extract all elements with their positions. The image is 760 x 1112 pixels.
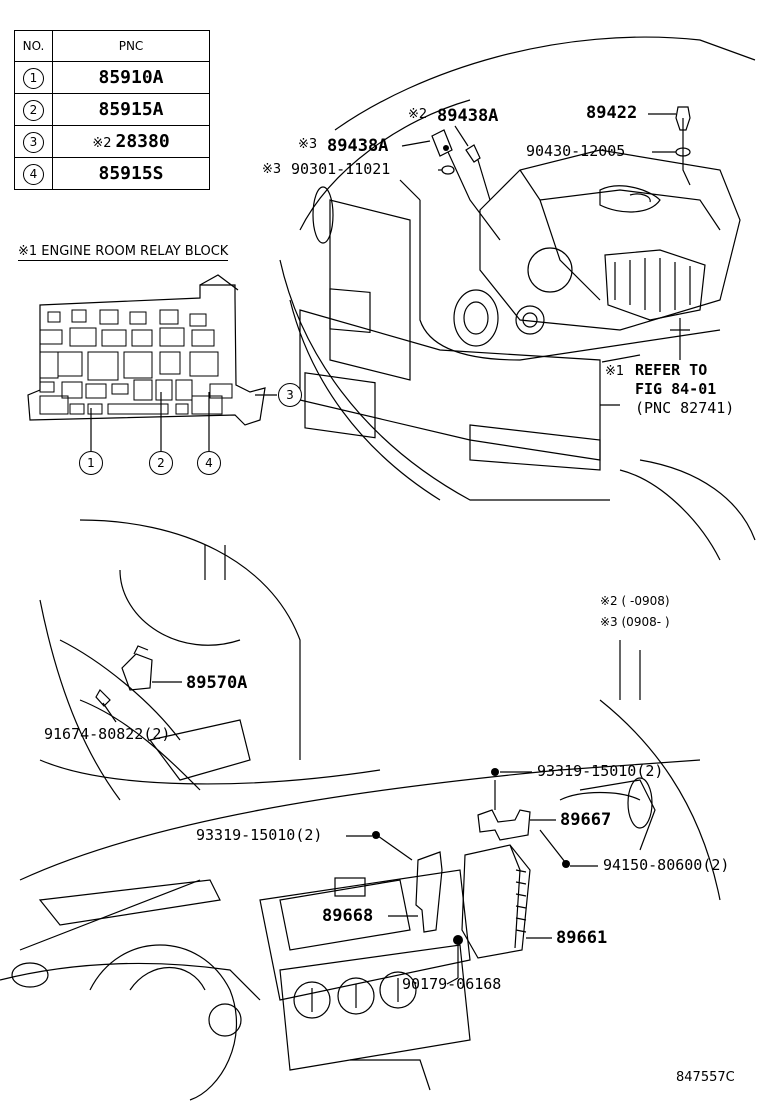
body-side-outline <box>279 259 610 501</box>
steering-wheel <box>89 944 238 1101</box>
label-89422: 89422 <box>586 103 638 123</box>
relay-block-title: ※1 ENGINE ROOM RELAY BLOCK <box>18 244 229 261</box>
label-89438A-3: 89438A <box>327 136 389 156</box>
relay-callout-3: 3 <box>278 383 302 407</box>
row-pnc: 85910A <box>98 67 164 88</box>
a-pillar <box>579 779 656 851</box>
label-89667: 89667 <box>560 810 612 830</box>
note-2: ※2 ( -0908) <box>600 594 670 608</box>
engine-block <box>479 149 741 331</box>
table-row: 2 85915A <box>14 93 210 126</box>
label-93319-15010-top: 93319-15010(2) <box>537 762 664 780</box>
relay-callout-1: 1 <box>79 451 103 475</box>
relay-callout-2: 2 <box>149 451 173 475</box>
col-no-header: NO. <box>14 30 53 62</box>
table-row: 1 85910A <box>14 61 210 94</box>
label-89438A-2: 89438A <box>437 106 499 126</box>
note-3: ※3 (0908- ) <box>600 615 670 629</box>
bracket-89667 <box>477 809 531 841</box>
relay-block-drawing <box>27 284 266 426</box>
bracket-89668 <box>415 851 443 933</box>
sensor-89438A-2 <box>465 144 481 163</box>
row-mark: ※2 <box>92 136 112 151</box>
label-89438A-2-mark: ※2 <box>408 107 428 122</box>
ecu-89661 <box>461 844 531 959</box>
row-pnc: 85915S <box>98 163 164 184</box>
row-pnc: 28380 <box>115 131 170 152</box>
refer-mark: ※1 <box>605 364 625 379</box>
relay-block-installed <box>604 249 706 321</box>
figure-code: 847557C <box>676 1070 735 1085</box>
relay-callout-4: 4 <box>197 451 221 475</box>
table-row: 4 85915S <box>14 157 210 190</box>
label-89570A: 89570A <box>186 673 248 693</box>
row-number: 3 <box>23 131 44 153</box>
label-94150-80600: 94150-80600(2) <box>603 856 730 874</box>
label-90430-12005: 90430-12005 <box>526 142 626 160</box>
pnc-table-header: NO. PNC <box>14 30 210 62</box>
sensor-89570A <box>121 653 153 691</box>
row-number: 4 <box>23 163 44 185</box>
refer-line-3: (PNC 82741) <box>635 399 735 417</box>
headlamp-left <box>312 186 334 244</box>
wheel-arch <box>79 519 301 760</box>
label-91674-80822: 91674-80822(2) <box>44 725 171 743</box>
row-pnc: 85915A <box>98 99 164 120</box>
label-93319-15010-left: 93319-15010(2) <box>196 826 323 844</box>
hood-outline <box>334 36 756 131</box>
refer-line-1: REFER TO <box>635 361 708 379</box>
label-89668: 89668 <box>322 906 374 926</box>
label-90179-06168: 90179-06168 <box>402 975 502 993</box>
label-90301-11021: 90301-11021 <box>291 160 391 178</box>
label-90301-mark: ※3 <box>262 162 282 177</box>
dashboard-outline <box>19 759 701 881</box>
refer-line-2: FIG 84-01 <box>635 380 717 398</box>
headlamp-right <box>453 289 499 347</box>
center-console <box>279 879 411 951</box>
row-number: 1 <box>23 67 44 89</box>
bumper <box>299 309 601 461</box>
col-pnc-header: PNC <box>52 30 210 62</box>
row-number: 2 <box>23 99 44 121</box>
label-89661: 89661 <box>556 928 608 948</box>
sensor-89438A-3 <box>431 129 453 157</box>
label-89438A-3-mark: ※3 <box>298 137 318 152</box>
sensor-89422 <box>675 106 691 131</box>
